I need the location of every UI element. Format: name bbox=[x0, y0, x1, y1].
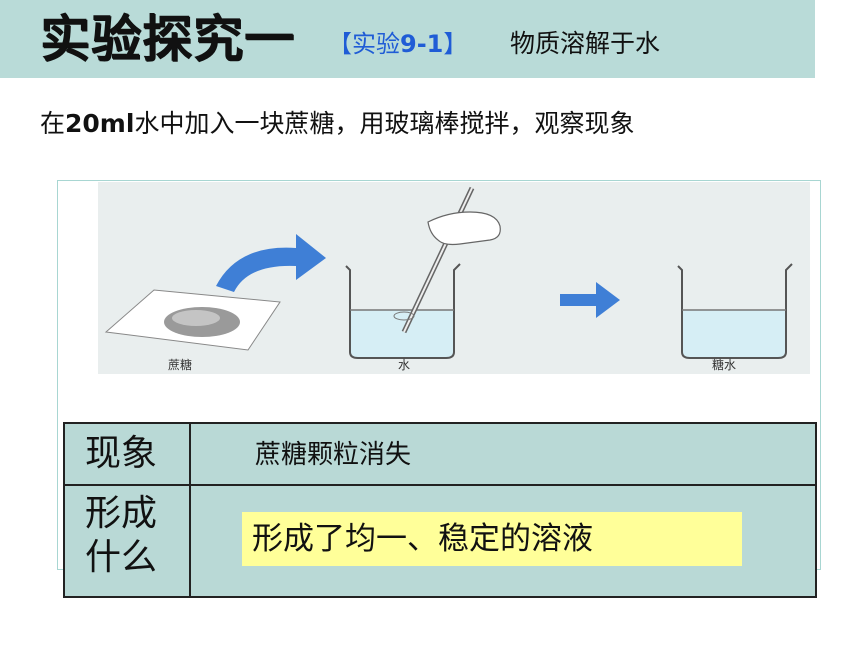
table-column-divider bbox=[189, 424, 191, 596]
beaker-water-fill-2 bbox=[682, 310, 786, 358]
title-bar: 实验探究一 【实验9-1】 物质溶解于水 bbox=[0, 0, 815, 78]
result-table: 现象 蔗糖颗粒消失 形成什么 形成了均一、稳定的溶液 bbox=[63, 422, 817, 598]
instruction-text: 在20ml水中加入一块蔗糖，用玻璃棒搅拌，观察现象 bbox=[40, 104, 634, 144]
instruction-post: 水中加入一块蔗糖，用玻璃棒搅拌，观察现象 bbox=[134, 109, 635, 138]
experiment-tag: 【实验9-1】 bbox=[328, 24, 467, 64]
instruction-amount: 20ml bbox=[65, 109, 135, 138]
sugar-pile-highlight bbox=[172, 310, 220, 326]
curved-arrow-icon bbox=[216, 234, 326, 292]
experiment-tag-close: 】 bbox=[443, 30, 468, 58]
beaker-water-fill bbox=[350, 310, 454, 358]
instruction-pre: 在 bbox=[40, 109, 66, 138]
page-title: 实验探究一 bbox=[40, 10, 295, 68]
table-row-divider bbox=[65, 484, 815, 486]
label-sugar: 蔗糖 bbox=[168, 358, 193, 372]
label-water: 水 bbox=[398, 358, 411, 372]
row-value-phenomenon: 蔗糖颗粒消失 bbox=[255, 440, 412, 470]
experiment-number: 9-1 bbox=[400, 30, 444, 58]
row-label-phenomenon: 现象 bbox=[85, 433, 158, 474]
answer-box: 形成了均一、稳定的溶液 bbox=[242, 512, 742, 566]
experiment-illustration: 蔗糖 水 糖水 bbox=[98, 182, 810, 374]
experiment-tag-open: 【实验 bbox=[328, 30, 400, 58]
experiment-drawing bbox=[104, 186, 793, 359]
row-label-formation: 形成什么 bbox=[85, 493, 158, 578]
beaker-1 bbox=[345, 263, 461, 359]
beaker-2 bbox=[677, 263, 793, 359]
page-subtitle: 物质溶解于水 bbox=[510, 29, 661, 58]
hand bbox=[427, 211, 501, 246]
label-sugar-water: 糖水 bbox=[712, 358, 737, 372]
right-arrow-icon bbox=[560, 282, 620, 318]
stir-swirl bbox=[393, 311, 415, 321]
